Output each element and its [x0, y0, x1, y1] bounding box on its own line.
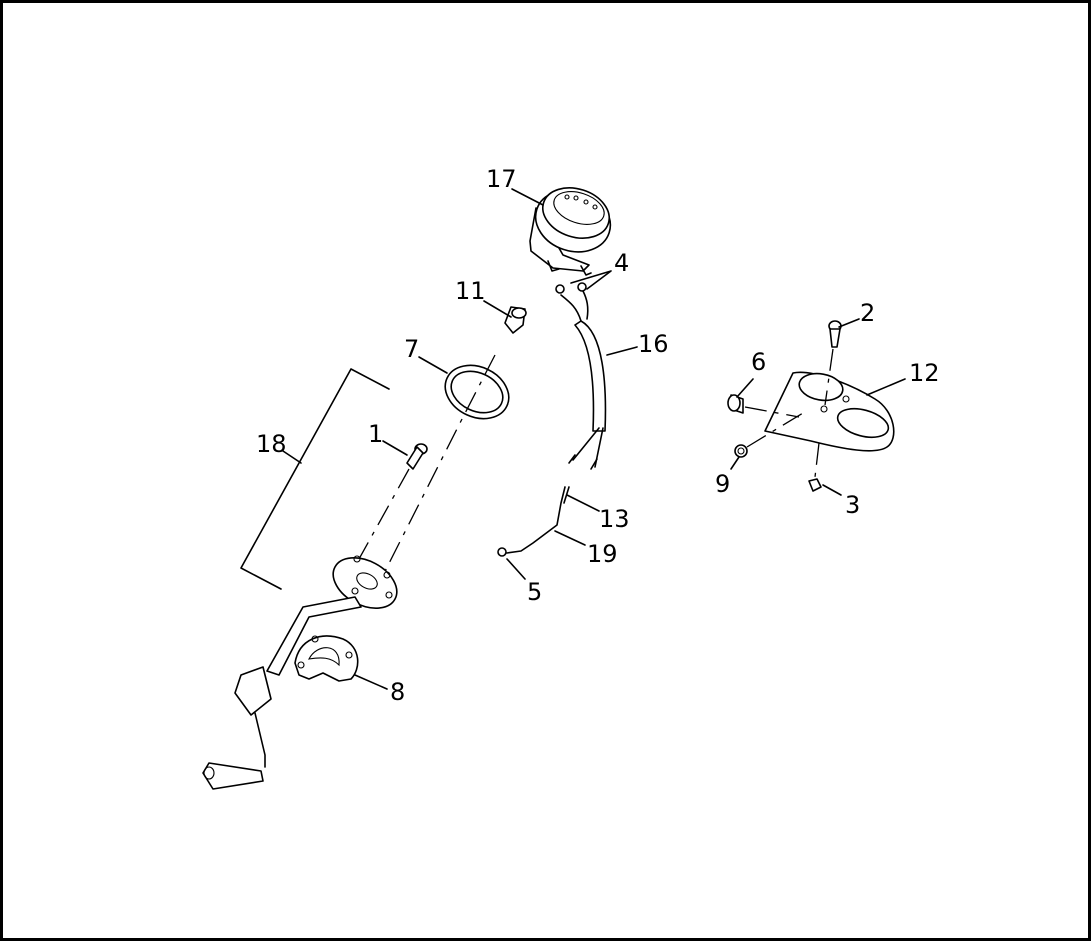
bracket-18 [240, 368, 390, 590]
part-1-screw [406, 443, 428, 470]
parts-diagram: 17 4 11 16 2 6 12 7 18 1 9 3 13 19 5 8 [202, 165, 940, 790]
callout-5: 5 [527, 578, 542, 606]
part-17-gauge [529, 187, 612, 276]
callouts: 17 4 11 16 2 6 12 7 18 1 9 3 13 19 5 8 [256, 165, 940, 706]
callout-2: 2 [860, 299, 875, 327]
callout-7: 7 [404, 335, 419, 363]
callout-6: 6 [751, 348, 766, 376]
leader-lines [282, 188, 906, 690]
callout-9: 9 [715, 470, 730, 498]
callout-17: 17 [486, 165, 517, 193]
part-9-bushing [734, 444, 748, 458]
callout-11: 11 [455, 277, 486, 305]
part-6-bushing [727, 394, 744, 414]
callout-13: 13 [599, 505, 630, 533]
part-18-assembly [202, 555, 398, 790]
callout-19: 19 [587, 540, 618, 568]
part-13-19-wire [497, 486, 570, 557]
part-8-plate [294, 635, 359, 682]
part-3-nut [808, 478, 822, 492]
callout-3: 3 [845, 491, 860, 519]
callout-12: 12 [909, 359, 940, 387]
callout-8: 8 [390, 678, 405, 706]
part-16-harness [555, 282, 607, 470]
callout-1: 1 [368, 420, 383, 448]
callout-4: 4 [614, 249, 629, 277]
part-11-bulb [504, 306, 527, 334]
callout-18: 18 [256, 430, 287, 458]
part-12-bracket [764, 371, 895, 452]
callout-16: 16 [638, 330, 669, 358]
part-7-gasket [444, 364, 510, 420]
part-2-bolt [828, 320, 842, 348]
